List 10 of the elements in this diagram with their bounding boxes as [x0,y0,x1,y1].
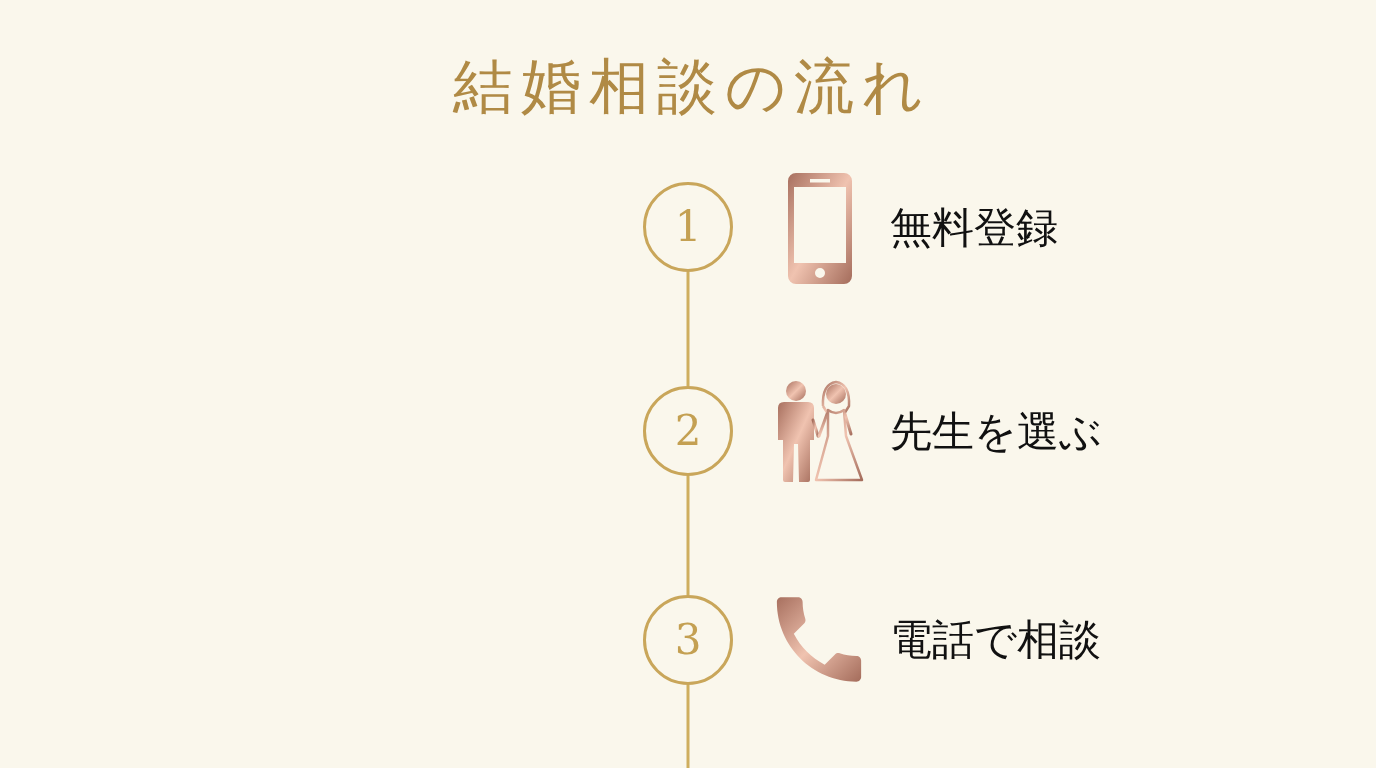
step-number: 2 [674,410,702,452]
connector-line [686,685,690,768]
title: 結婚相談の流れ [452,51,931,121]
connector-line [686,272,690,386]
step-number: 1 [674,206,702,248]
step-number: 3 [674,619,702,661]
step-label: 電話で相談 [890,614,1101,666]
step-label: 先生を選ぶ [890,406,1102,458]
step-label: 無料登録 [890,202,1058,254]
connector-line [686,476,690,595]
